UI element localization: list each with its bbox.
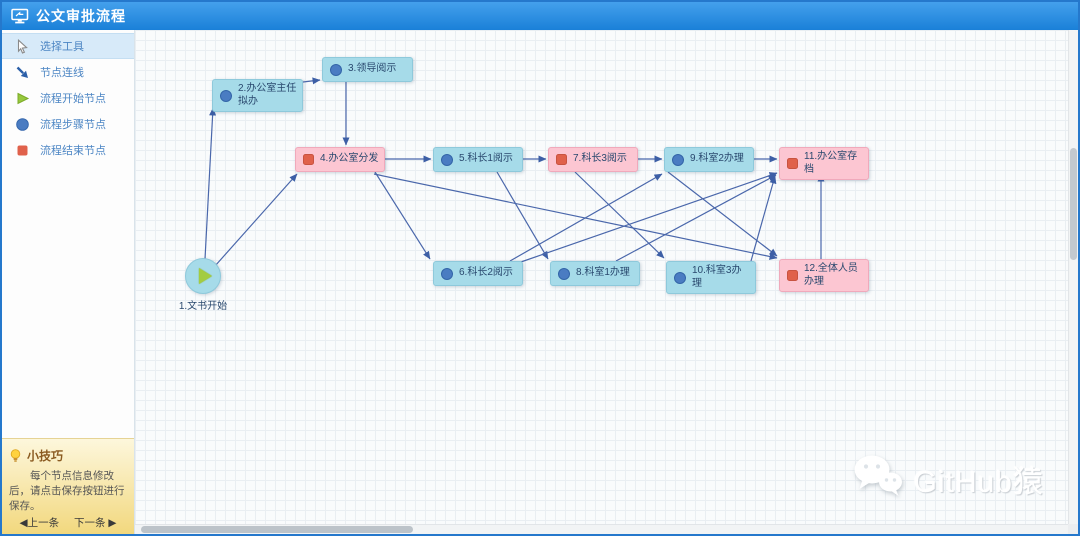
flow-node-label: 10.科室3办理: [692, 265, 742, 289]
flow-edge-8-11: [615, 174, 777, 262]
start-node-circle[interactable]: [185, 258, 221, 294]
flow-edge-1-4: [214, 173, 298, 267]
step-circle-icon: [220, 89, 232, 102]
window-title: 公文审批流程: [36, 8, 126, 24]
sidebar-tool-end-node-tool[interactable]: 流程结束节点: [2, 137, 134, 163]
sidebar: 选择工具节点连线流程开始节点流程步骤节点流程结束节点 小技巧 每个节点信息修改后…: [2, 30, 135, 534]
step-circle-icon: [441, 153, 453, 166]
next-item-link[interactable]: 下一条 ▶: [74, 516, 117, 529]
sidebar-tool-label: 流程结束节点: [40, 145, 106, 157]
horizontal-scrollbar[interactable]: [135, 524, 1068, 534]
end-square-icon: [556, 154, 567, 165]
flow-node-11[interactable]: 11.办公室存档: [779, 147, 869, 180]
flow-node-label: 6.科长2阅示: [459, 267, 513, 279]
flow-node-5[interactable]: 5.科长1阅示: [433, 147, 523, 172]
vertical-scrollbar[interactable]: [1068, 30, 1078, 524]
connector-arrow-icon: [15, 65, 30, 80]
flow-node-label: 3.领导阅示: [348, 63, 397, 75]
flow-edge-6-9: [509, 173, 663, 262]
play-triangle-icon: [198, 268, 212, 284]
vertical-scrollbar-thumb[interactable]: [1070, 148, 1077, 260]
flow-node-label: 7.科长3阅示: [573, 153, 627, 165]
tips-body: 每个节点信息修改后，请点击保存按钮进行保存。: [9, 470, 125, 513]
flow-node-3[interactable]: 3.领导阅示: [322, 57, 413, 82]
step-circle-icon: [672, 153, 684, 166]
bulb-icon: [9, 448, 22, 463]
flow-edge-4-12: [373, 173, 778, 260]
flow-node-12[interactable]: 12.全体人员办理: [779, 259, 869, 292]
tool-list: 选择工具节点连线流程开始节点流程步骤节点流程结束节点: [2, 30, 134, 163]
scrollbar-corner: [1068, 524, 1078, 534]
tips-header: 小技巧: [9, 447, 127, 464]
sidebar-tool-label: 流程步骤节点: [40, 119, 106, 131]
edge-layer: [204, 77, 825, 267]
flow-node-label: 11.办公室存档: [804, 151, 858, 175]
flow-node-9[interactable]: 9.科室2办理: [664, 147, 754, 172]
flow-edge-2-3: [302, 77, 321, 85]
step-circle-icon: [441, 267, 453, 280]
sidebar-spacer: [2, 163, 134, 438]
step-circle-icon: [558, 267, 570, 280]
horizontal-scrollbar-thumb[interactable]: [141, 526, 413, 533]
sidebar-tool-label: 选择工具: [40, 41, 84, 53]
node-layer: 1.文书开始 2.办公室主任拟办 3.领导阅示 4.办公室分发 5.科长1阅示 6.科长2…: [135, 30, 1072, 526]
end-square-icon: [787, 270, 798, 281]
titlebar: 公文审批流程: [2, 2, 1078, 30]
sidebar-tool-connect-tool[interactable]: 节点连线: [2, 59, 134, 85]
start-triangle-icon: [15, 91, 30, 106]
flow-node-label: 1.文书开始: [178, 301, 228, 312]
flow-node-label: 8.科室1办理: [576, 267, 630, 279]
step-circle-icon: [15, 117, 30, 132]
prev-item-link[interactable]: ◀上一条: [19, 516, 60, 529]
tips-nav: ◀上一条 下一条 ▶: [9, 515, 127, 530]
flow-node-10[interactable]: 10.科室3办理: [666, 261, 756, 294]
flow-node-label: 4.办公室分发: [320, 153, 379, 165]
app-monitor-icon: [11, 8, 29, 25]
flow-node-7[interactable]: 7.科长3阅示: [548, 147, 638, 172]
sidebar-tool-select-tool[interactable]: 选择工具: [2, 33, 134, 59]
tips-panel: 小技巧 每个节点信息修改后，请点击保存按钮进行保存。 ◀上一条 下一条 ▶: [2, 438, 134, 534]
flow-edge-10-11: [750, 175, 777, 262]
end-square-icon: [15, 143, 30, 158]
flow-node-label: 9.科室2办理: [690, 153, 744, 165]
flow-node-label: 5.科长1阅示: [459, 153, 513, 165]
sidebar-tool-label: 流程开始节点: [40, 93, 106, 105]
sidebar-tool-start-node-tool[interactable]: 流程开始节点: [2, 85, 134, 111]
flow-canvas[interactable]: 1.文书开始 2.办公室主任拟办 3.领导阅示 4.办公室分发 5.科长1阅示 6.科长2…: [135, 30, 1072, 526]
flow-node-6[interactable]: 6.科长2阅示: [433, 261, 523, 286]
flow-edge-4-6: [374, 171, 431, 260]
sidebar-tool-step-node-tool[interactable]: 流程步骤节点: [2, 111, 134, 137]
end-square-icon: [303, 154, 314, 165]
flow-node-1[interactable]: 1.文书开始: [179, 258, 227, 312]
flow-edge-9-12: [667, 171, 778, 257]
flow-node-label: 2.办公室主任拟办: [238, 83, 297, 107]
flow-node-2[interactable]: 2.办公室主任拟办: [212, 79, 303, 112]
flow-edge-1-2: [204, 107, 217, 260]
sidebar-tool-label: 节点连线: [40, 67, 84, 79]
cursor-icon: [15, 38, 30, 54]
flow-node-8[interactable]: 8.科室1办理: [550, 261, 640, 286]
tips-title: 小技巧: [27, 449, 64, 463]
step-circle-icon: [674, 271, 686, 284]
flow-node-4[interactable]: 4.办公室分发: [295, 147, 385, 172]
flow-node-label: 12.全体人员办理: [804, 263, 858, 287]
step-circle-icon: [330, 63, 342, 76]
flow-edge-6-11: [517, 172, 778, 264]
end-square-icon: [787, 158, 798, 169]
